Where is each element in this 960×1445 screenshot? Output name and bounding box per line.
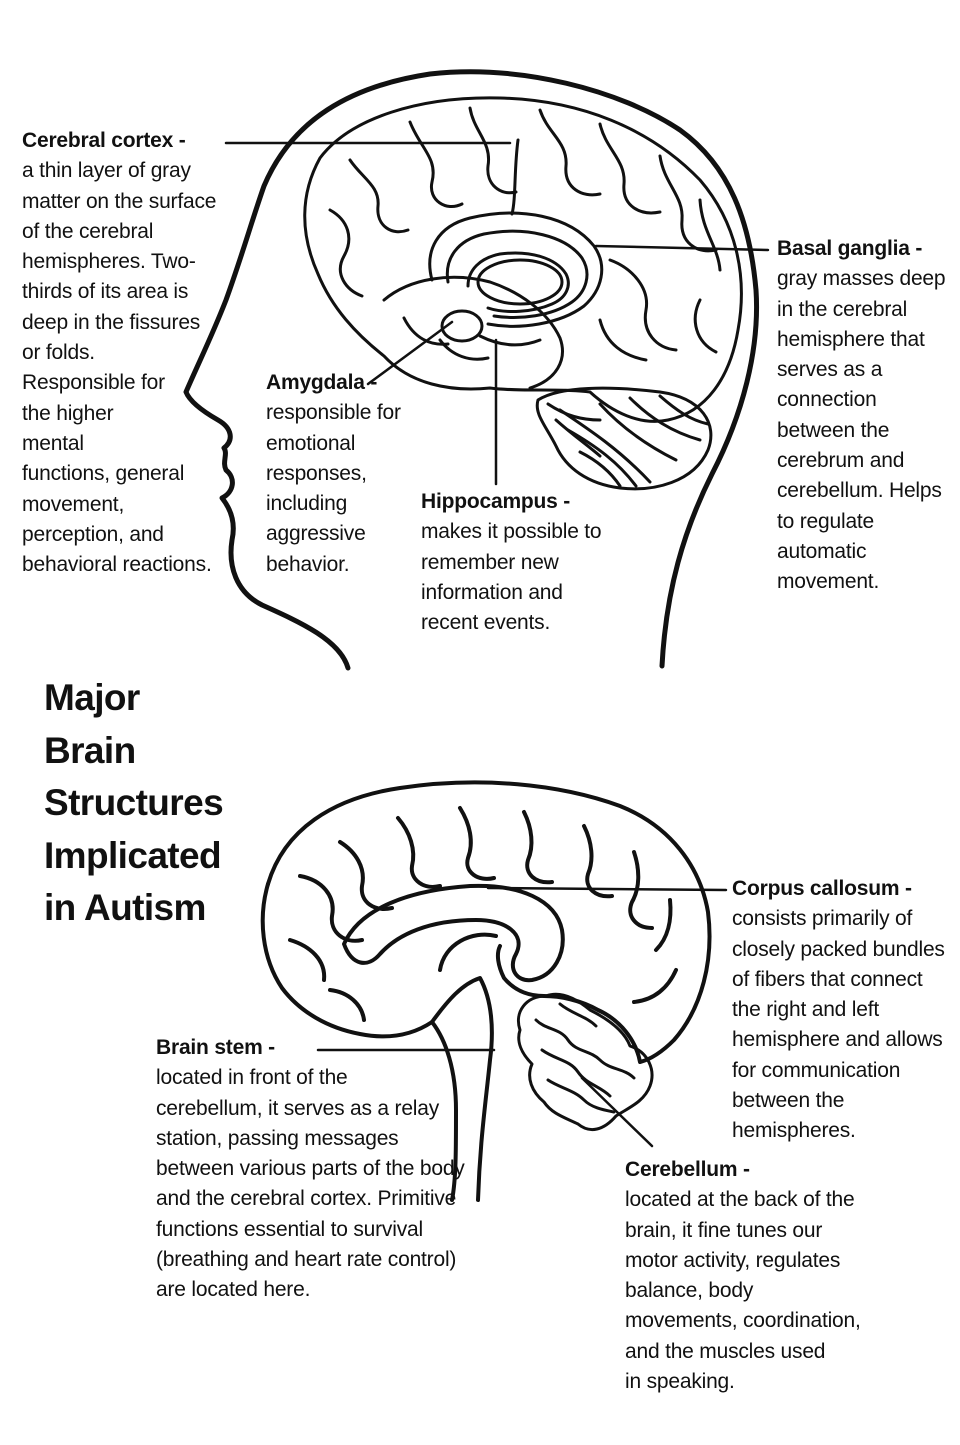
leader-lines-bottom (316, 886, 728, 1148)
label-hippocampus-heading: Hippocampus - (421, 490, 571, 513)
brain-lateral-view (303, 96, 743, 423)
label-corpus-callosum-body: consists primarily of closely packed bun… (732, 907, 945, 1143)
label-cerebellum-heading: Cerebellum - (625, 1158, 750, 1181)
label-cerebral-cortex-body: a thin layer of gray matter on the surfa… (22, 159, 217, 577)
label-corpus-callosum-heading: Corpus callosum - (732, 877, 912, 900)
cerebellum-lateral (535, 386, 713, 491)
head-profile-outline (183, 69, 760, 671)
leader-lines-top (224, 141, 770, 486)
label-cerebral-cortex-heading: Cerebral cortex - (22, 129, 186, 152)
label-basal-ganglia: Basal ganglia - gray masses deep in the … (777, 234, 946, 598)
cerebellum-sagittal (517, 992, 654, 1132)
label-brain-stem-body: located in front of the cerebellum, it s… (156, 1066, 465, 1302)
label-corpus-callosum: Corpus callosum - consists primarily of … (732, 874, 945, 1147)
label-amygdala-heading: Amygdala - (266, 371, 378, 394)
label-basal-ganglia-heading: Basal ganglia - (777, 237, 923, 260)
label-amygdala: Amygdala - responsible for emotional res… (266, 368, 401, 580)
label-cerebellum-body: located at the back of the brain, it fin… (625, 1188, 861, 1394)
label-hippocampus: Hippocampus - makes it possible to remem… (421, 487, 602, 638)
label-cerebellum: Cerebellum - located at the back of the … (625, 1155, 861, 1397)
page-title: Major Brain Structures Implicated in Aut… (44, 677, 224, 928)
label-hippocampus-body: makes it possible to remember new inform… (421, 520, 602, 635)
label-amygdala-body: responsible for emotional responses, inc… (266, 401, 401, 576)
label-cerebral-cortex: Cerebral cortex - a thin layer of gray m… (22, 126, 216, 580)
label-brain-stem: Brain stem - located in front of the cer… (156, 1033, 465, 1306)
label-brain-stem-heading: Brain stem - (156, 1036, 275, 1059)
label-basal-ganglia-body: gray masses deep in the cerebral hemisph… (777, 267, 946, 594)
